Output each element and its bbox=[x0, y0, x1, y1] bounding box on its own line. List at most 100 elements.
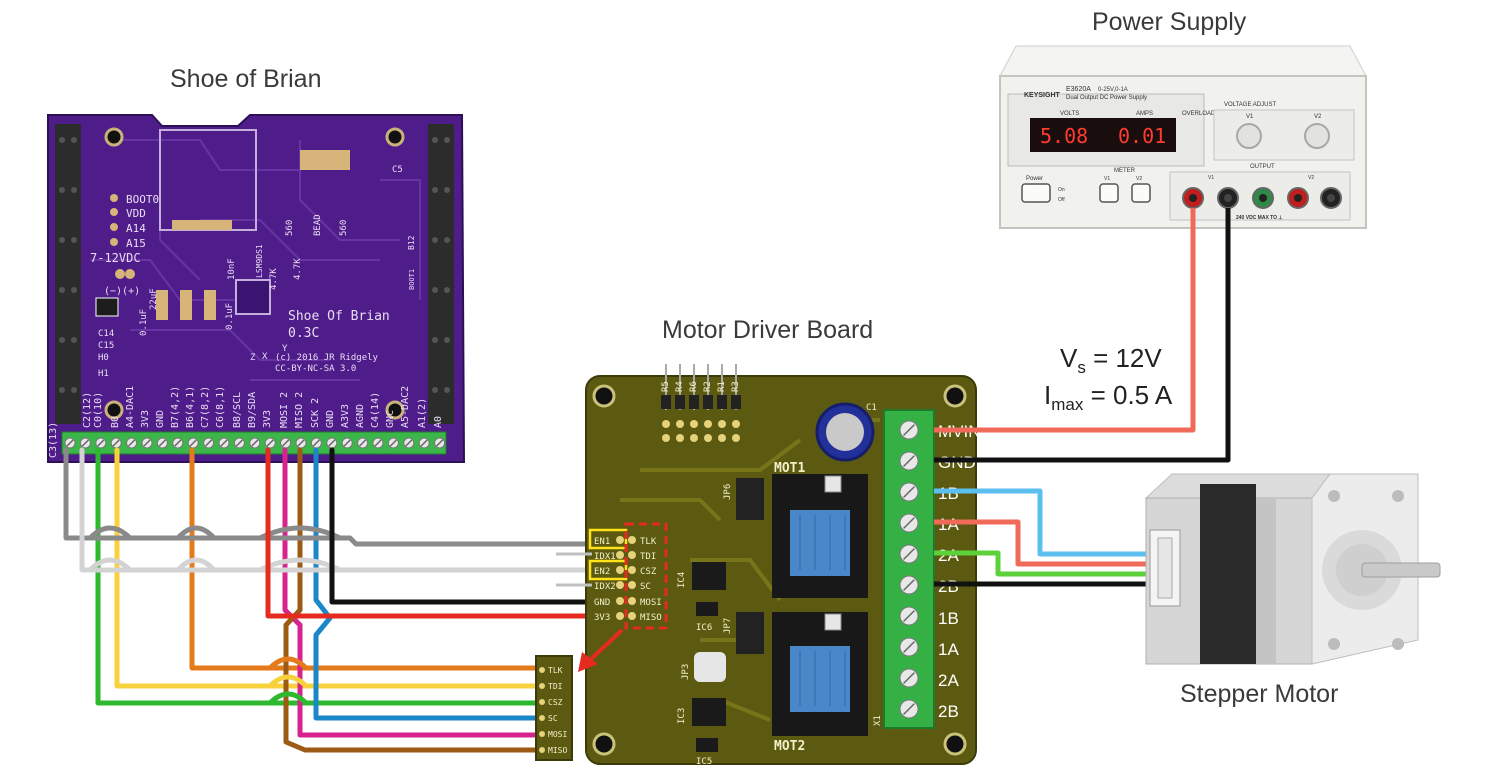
header-3v3: 3V3 bbox=[594, 613, 610, 623]
wire-blue bbox=[313, 447, 543, 721]
callout-arrow bbox=[588, 628, 624, 662]
conn-sc: SC bbox=[548, 714, 558, 723]
screw-slot bbox=[903, 517, 915, 529]
r6-label: R6 bbox=[689, 381, 699, 392]
psu-knob1-label: V1 bbox=[1246, 114, 1254, 120]
boot0-label: BOOT0 bbox=[126, 193, 159, 206]
psu-model: E3620A bbox=[1066, 86, 1091, 93]
h0-label: H0 bbox=[98, 353, 109, 363]
motor-shaft bbox=[1361, 562, 1441, 578]
screw-slot bbox=[297, 439, 305, 447]
screw-slot bbox=[903, 424, 915, 436]
pin-label: MISO 2 bbox=[294, 392, 305, 428]
screw-slot bbox=[174, 439, 182, 447]
spi-header-highlight bbox=[624, 522, 668, 630]
motor-wires bbox=[934, 488, 1158, 587]
board-copyright: (c) 2016 JR Ridgely bbox=[275, 353, 379, 363]
screw-slot bbox=[903, 703, 915, 715]
r2-label: R2 bbox=[703, 381, 713, 392]
screw-slot bbox=[205, 439, 213, 447]
psu-output-label: OUTPUT bbox=[1250, 164, 1275, 170]
pin-label: B6(4,1) bbox=[185, 386, 196, 428]
psu-meter-v1-button[interactable] bbox=[1099, 183, 1119, 203]
pin-label: GND bbox=[325, 410, 336, 428]
wire-power-positive bbox=[934, 208, 1196, 433]
psu-meter-v2-button[interactable] bbox=[1131, 183, 1151, 203]
boot1-label: BOOT1 bbox=[408, 269, 416, 290]
psu-overload-label: OVERLOAD bbox=[1182, 111, 1216, 117]
header-sc: SC bbox=[640, 582, 651, 592]
header-miso: MISO bbox=[640, 613, 662, 623]
shoe-of-brian-board: BOOT0 VDD A14 A15 7-12VDC (−)(+) C14 C15… bbox=[47, 114, 466, 463]
screw-slot bbox=[903, 610, 915, 622]
motor-driver-board: R5 R4 R6 R2 R1 R3 C1 MOT1 MOT2 bbox=[556, 364, 981, 767]
signal-wires bbox=[63, 447, 595, 753]
terminal-label: 2B bbox=[938, 702, 959, 721]
screw-slot bbox=[143, 439, 151, 447]
board-silkscreen-title: Shoe Of Brian bbox=[288, 309, 390, 324]
c15-label: C15 bbox=[98, 341, 114, 351]
conn-miso: MISO bbox=[548, 746, 567, 755]
supply-voltage-label: Vs = 12V bbox=[1060, 343, 1162, 378]
axis-x-label: X bbox=[262, 352, 268, 362]
header-en1: EN1 bbox=[594, 537, 610, 547]
supply-current-label: Imax = 0.5 A bbox=[1044, 380, 1173, 415]
spi-connector: TLK TDI CSZ SC MOSI MISO bbox=[535, 655, 573, 761]
pin-label: SCK 2 bbox=[310, 398, 321, 428]
screw-slot bbox=[251, 439, 259, 447]
pin-label: B9/SDA bbox=[247, 392, 258, 428]
psu-out-v2-label: V2 bbox=[1308, 175, 1314, 181]
psu-model-desc: 0-25V,0-1A bbox=[1098, 87, 1128, 93]
ic6-label: IC6 bbox=[696, 623, 712, 633]
pin-label: C6(8,1) bbox=[215, 386, 226, 428]
psu-power-label: Power bbox=[1026, 176, 1043, 182]
screw-slot bbox=[903, 672, 915, 684]
screw-slot bbox=[66, 439, 74, 447]
screw-slot bbox=[374, 439, 382, 447]
motor-driver-title: Motor Driver Board bbox=[662, 316, 874, 344]
terminal-label: 1B bbox=[938, 609, 959, 628]
c5-label: C5 bbox=[392, 165, 403, 175]
wire-brown bbox=[283, 447, 543, 753]
wire-black-gnd bbox=[329, 447, 595, 605]
terminal-screws bbox=[899, 420, 919, 719]
psu-on-label: On bbox=[1058, 187, 1065, 193]
wire-green bbox=[95, 447, 543, 706]
header-idx2: IDX2 bbox=[594, 582, 616, 592]
stepper-motor bbox=[1144, 473, 1441, 665]
jp7-label: JP7 bbox=[723, 618, 733, 634]
pin-label: C0(10) bbox=[93, 392, 104, 428]
pin-label: GNC bbox=[385, 410, 396, 428]
terminal-label: 1A bbox=[938, 640, 959, 659]
res-560-label-b: 560 bbox=[339, 220, 349, 236]
wire-power-ground bbox=[934, 208, 1231, 463]
pin-label: C7(8,2) bbox=[200, 386, 211, 428]
power-supply: KEYSIGHT E3620A 0-25V,0-1A Dual Output D… bbox=[999, 45, 1367, 229]
cap-10nf-label: 10nF bbox=[227, 258, 237, 280]
pin-label: C3(13) bbox=[48, 422, 59, 458]
screw-slot bbox=[328, 439, 336, 447]
header-gnd: GND bbox=[594, 598, 610, 608]
psu-voltage-adjust-label: VOLTAGE ADJUST bbox=[1224, 102, 1276, 108]
psu-volts-display: 5.08 bbox=[1040, 124, 1088, 148]
psu-power-button[interactable] bbox=[1021, 183, 1051, 203]
terminal-label: 2A bbox=[938, 671, 959, 690]
screw-slot bbox=[312, 439, 320, 447]
header-csz: CSZ bbox=[640, 567, 657, 577]
screw-slot bbox=[189, 439, 197, 447]
screw-slot bbox=[266, 439, 274, 447]
conn-csz: CSZ bbox=[548, 698, 563, 707]
imu-label: LSM9DS1 bbox=[255, 244, 264, 278]
pin-label: A5-DAC2 bbox=[400, 386, 411, 428]
r4-label: R4 bbox=[675, 381, 685, 392]
mot2-label: MOT2 bbox=[774, 739, 805, 754]
psu-volts-label: VOLTS bbox=[1060, 111, 1079, 117]
psu-v2-knob[interactable] bbox=[1304, 123, 1330, 149]
c14-label: C14 bbox=[98, 329, 114, 339]
screw-slot bbox=[220, 439, 228, 447]
pin-label: A3V3 bbox=[340, 404, 351, 428]
psu-brand: KEYSIGHT bbox=[1024, 92, 1061, 99]
psu-v1-knob[interactable] bbox=[1236, 123, 1262, 149]
b12-label: B12 bbox=[407, 235, 416, 250]
axis-y-label: Y bbox=[282, 344, 288, 354]
